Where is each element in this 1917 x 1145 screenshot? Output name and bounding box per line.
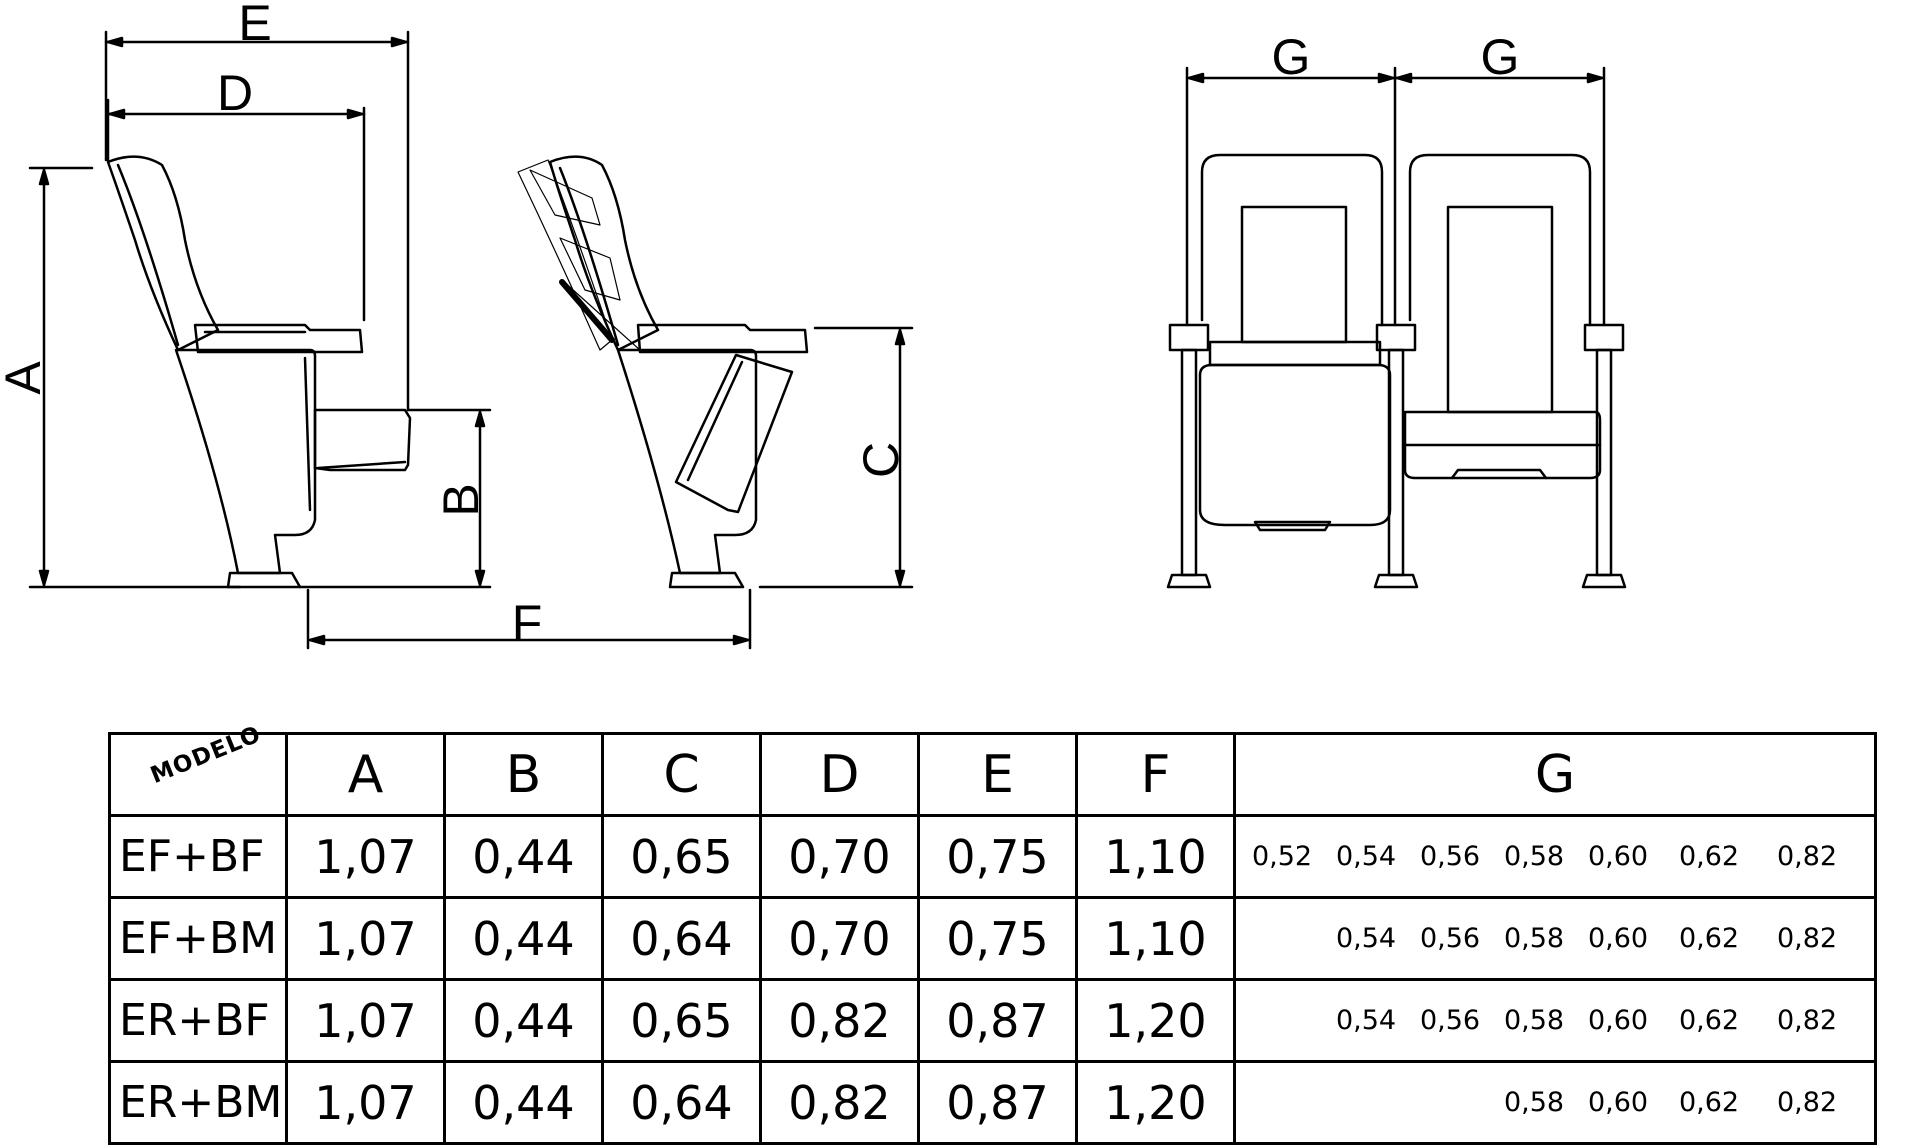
g-value: 0,56: [1419, 923, 1481, 954]
g-value: [1240, 1005, 1324, 1036]
value-cell-c: 0,64: [601, 1060, 762, 1145]
g-values: 0,58 0,60 0,62 0,82: [1236, 1087, 1874, 1118]
g-values: 0,52 0,54 0,56 0,58 0,60 0,62 0,82: [1236, 841, 1874, 872]
header-a: A: [285, 732, 446, 817]
label-c: C: [853, 442, 909, 478]
header-d: D: [759, 732, 920, 817]
value-cell-c: 0,65: [601, 978, 762, 1063]
dimension-table: MODELO A B C D E F G EF+BF 1,07 0,44 0,6…: [108, 721, 1877, 1145]
value-cell-e: 0,87: [917, 978, 1078, 1063]
label-g-left: G: [1272, 29, 1311, 85]
front-view: [1166, 153, 1627, 589]
value-cell-b: 0,44: [443, 896, 604, 981]
g-value: 0,54: [1335, 1005, 1397, 1036]
model-cell: ER+BM: [108, 1060, 288, 1145]
g-values: 0,54 0,56 0,58 0,60 0,62 0,82: [1236, 1005, 1874, 1036]
value-cell-a: 1,07: [285, 1060, 446, 1145]
g-value: 0,82: [1776, 841, 1838, 872]
header-g: G: [1233, 732, 1877, 817]
value-cell-d: 0,70: [759, 814, 920, 899]
g-value: 0,62: [1678, 841, 1740, 872]
dimension-c: C: [758, 326, 914, 589]
g-value: [1408, 1087, 1492, 1118]
label-d: D: [217, 65, 253, 121]
value-cell-d: 0,82: [759, 978, 920, 1063]
dimension-a: A: [0, 166, 242, 589]
dimension-d: D: [106, 65, 366, 322]
side-view-closed: [106, 155, 412, 589]
g-value: [1240, 923, 1324, 954]
value-cell-f: 1,20: [1075, 978, 1236, 1063]
label-b: B: [433, 483, 489, 516]
value-cell-g: 0,58 0,60 0,62 0,82: [1233, 1060, 1877, 1145]
value-cell-e: 0,75: [917, 896, 1078, 981]
header-f: F: [1075, 732, 1236, 817]
label-g-right: G: [1481, 29, 1520, 85]
table-row: EF+BM 1,07 0,44 0,64 0,70 0,75 1,10 0,54…: [108, 896, 1877, 981]
label-a: A: [0, 361, 51, 395]
g-value: 0,54: [1335, 841, 1397, 872]
g-value: 0,52: [1251, 841, 1313, 872]
g-value: 0,58: [1503, 841, 1565, 872]
label-e: E: [238, 0, 271, 51]
value-cell-g: 0,54 0,56 0,58 0,60 0,62 0,82: [1233, 978, 1877, 1063]
technical-drawing: A D E B: [0, 0, 1627, 651]
value-cell-g: 0,52 0,54 0,56 0,58 0,60 0,62 0,82: [1233, 814, 1877, 899]
g-value: 0,56: [1419, 841, 1481, 872]
g-value: [1240, 1087, 1324, 1118]
g-value: 0,54: [1335, 923, 1397, 954]
table-header-row: MODELO A B C D E F G: [108, 721, 1877, 817]
value-cell-f: 1,10: [1075, 814, 1236, 899]
g-value: 0,58: [1503, 923, 1565, 954]
value-cell-g: 0,54 0,56 0,58 0,60 0,62 0,82: [1233, 896, 1877, 981]
g-values: 0,54 0,56 0,58 0,60 0,62 0,82: [1236, 923, 1874, 954]
g-value: 0,58: [1503, 1087, 1565, 1118]
g-value: [1324, 1087, 1408, 1118]
value-cell-a: 1,07: [285, 896, 446, 981]
dimension-f: F: [306, 588, 752, 651]
header-c: C: [601, 732, 762, 817]
value-cell-f: 1,10: [1075, 896, 1236, 981]
value-cell-a: 1,07: [285, 814, 446, 899]
dimension-b: B: [298, 408, 492, 589]
value-cell-b: 0,44: [443, 814, 604, 899]
value-cell-c: 0,64: [601, 896, 762, 981]
g-value: 0,58: [1503, 1005, 1565, 1036]
header-e: E: [917, 732, 1078, 817]
model-cell: EF+BF: [108, 814, 288, 899]
table-row: ER+BM 1,07 0,44 0,64 0,82 0,87 1,20 0,58…: [108, 1060, 1877, 1145]
header-modelo: MODELO: [108, 721, 288, 817]
table-row: EF+BF 1,07 0,44 0,65 0,70 0,75 1,10 0,52…: [108, 814, 1877, 899]
side-view-open: [517, 155, 809, 589]
g-value: 0,82: [1776, 1087, 1838, 1118]
dimension-g: G G: [1185, 29, 1606, 327]
header-b: B: [443, 732, 604, 817]
g-value: 0,82: [1776, 1005, 1838, 1036]
value-cell-d: 0,82: [759, 1060, 920, 1145]
g-value: 0,60: [1587, 1087, 1649, 1118]
value-cell-b: 0,44: [443, 1060, 604, 1145]
value-cell-a: 1,07: [285, 978, 446, 1063]
g-value: 0,82: [1776, 923, 1838, 954]
model-cell: ER+BF: [108, 978, 288, 1063]
g-value: 0,56: [1419, 1005, 1481, 1036]
model-cell: EF+BM: [108, 896, 288, 981]
g-value: 0,62: [1678, 1087, 1740, 1118]
header-modelo-label: MODELO: [147, 721, 265, 790]
g-value: 0,60: [1587, 1005, 1649, 1036]
value-cell-c: 0,65: [601, 814, 762, 899]
value-cell-e: 0,87: [917, 1060, 1078, 1145]
g-value: 0,60: [1587, 841, 1649, 872]
g-value: 0,62: [1678, 923, 1740, 954]
table-row: ER+BF 1,07 0,44 0,65 0,82 0,87 1,20 0,54…: [108, 978, 1877, 1063]
g-value: 0,60: [1587, 923, 1649, 954]
dimension-e: E: [104, 0, 410, 412]
value-cell-d: 0,70: [759, 896, 920, 981]
value-cell-e: 0,75: [917, 814, 1078, 899]
g-value: 0,62: [1678, 1005, 1740, 1036]
value-cell-f: 1,20: [1075, 1060, 1236, 1145]
label-f: F: [512, 595, 543, 651]
value-cell-b: 0,44: [443, 978, 604, 1063]
